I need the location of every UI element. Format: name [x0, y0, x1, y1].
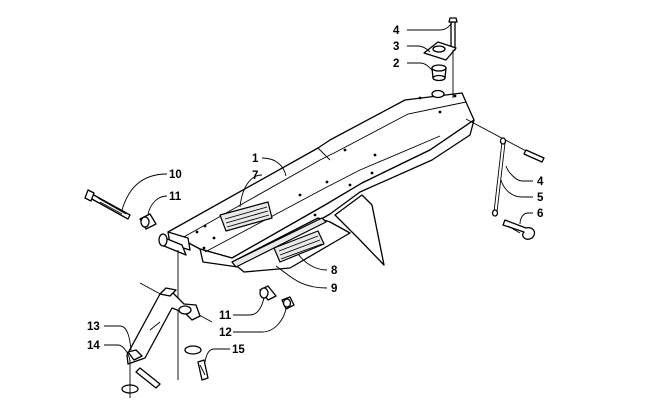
- callout-13: 13: [87, 321, 100, 333]
- leader-lines: [104, 21, 533, 363]
- pivot-tube: [158, 233, 187, 380]
- callout-8: 8: [331, 265, 338, 277]
- callout-1: 1: [252, 153, 259, 165]
- spacer-upper: [139, 213, 157, 230]
- callout-4-right: 4: [537, 176, 544, 188]
- washer-pin: [184, 345, 209, 381]
- callout-3: 3: [393, 41, 399, 53]
- nut: [281, 296, 295, 310]
- callout-15: 15: [232, 344, 245, 356]
- callout-9: 9: [331, 283, 337, 295]
- callout-5: 5: [537, 192, 544, 204]
- bolt-long: [84, 189, 131, 220]
- lanyard-assembly: [465, 118, 545, 240]
- hitch-bracket: [126, 282, 213, 365]
- callout-12: 12: [219, 327, 232, 339]
- mount-assembly: [423, 17, 458, 99]
- decal-upper: [219, 201, 273, 232]
- callout-7: 7: [252, 170, 258, 182]
- callout-4-top: 4: [393, 25, 400, 37]
- callout-14: 14: [87, 340, 100, 352]
- decal-strip: [231, 217, 327, 268]
- decal-lower: [273, 230, 325, 263]
- callout-10: 10: [169, 169, 182, 181]
- strap: [121, 360, 161, 398]
- spacer-lower: [259, 285, 277, 301]
- callout-11-lower: 11: [219, 310, 232, 322]
- callout-6: 6: [537, 208, 543, 220]
- callout-11-upper: 11: [169, 191, 182, 203]
- callouts: 4 3 2 1 7 10 11 8 9 11 12 13 14 15 4 5 6: [87, 25, 544, 356]
- callout-2: 2: [393, 58, 399, 70]
